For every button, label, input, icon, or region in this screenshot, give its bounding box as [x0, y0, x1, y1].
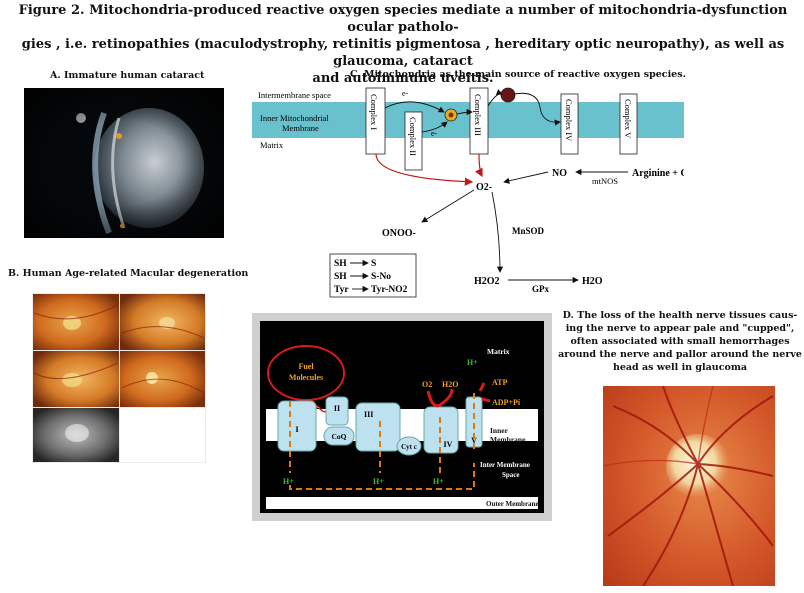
mtnos-label: mtNOS [592, 176, 618, 186]
complex-5-box [619, 93, 638, 155]
atp-arrow [478, 382, 486, 392]
adp-label: ADP+Pi [492, 398, 521, 407]
complex-4-label: IV [444, 440, 453, 449]
no-label: NO [552, 168, 567, 179]
fuel-label-2: Molecules [289, 373, 323, 382]
outer-membrane-band [266, 497, 538, 509]
complex-1-label: Complex I [369, 94, 379, 130]
o2-label: O2 [422, 380, 432, 389]
caption-line-1: Figure 2. Mitochondria-produced reactive… [18, 3, 788, 35]
oxygen-arrow [426, 388, 454, 408]
inner-membrane-label-1: Inner [490, 426, 509, 435]
complex-2-label: II [334, 404, 340, 413]
coq-label: CoQ [332, 432, 347, 441]
etc-diagram: Fuel Molecules e- e- Matrix I II CoQ III… [252, 313, 552, 521]
h2o-label: H2O [582, 276, 603, 287]
inner-membrane-label-1: Inner Mitochondrial [260, 113, 329, 123]
inner-membrane-label-2: Membrane [490, 435, 526, 444]
figure-caption: Figure 2. Mitochondria-produced reactive… [8, 2, 798, 87]
panel-d-label-1: D. The loss of the health nerve tissues … [562, 310, 798, 321]
cytc-label: Cyt c [401, 443, 417, 451]
red-arrow-complex3 [475, 153, 483, 178]
panel-d-label-4: around the nerve and pallor around the n… [558, 349, 802, 360]
electron-arrow-1 [384, 101, 445, 113]
complex-4-label: Complex IV [564, 99, 574, 142]
sh-label-2: SH [334, 272, 347, 282]
fuel-label-1: Fuel [298, 362, 314, 371]
gpx-label: GPx [532, 284, 549, 294]
inter-membrane-label-1: Inter Membrane [480, 461, 530, 469]
complex-1-label: I [295, 425, 298, 434]
complex-4-box [560, 93, 579, 155]
matrix-label: Matrix [260, 140, 284, 150]
electron-label-2: e- [431, 129, 438, 138]
panel-a-label: A. Immature human cataract [50, 70, 205, 81]
complex-5-label: Complex V [623, 99, 633, 139]
optic-nerve-photo [603, 386, 775, 586]
adp-arrow [481, 397, 491, 403]
electron-arrow-4 [487, 89, 503, 107]
matrix-label: Matrix [487, 347, 510, 356]
no-arrow [503, 171, 549, 184]
panel-d-label: D. The loss of the health nerve tissues … [556, 309, 804, 374]
electron-arrow-2 [421, 121, 448, 133]
onoo-arrow [421, 189, 475, 223]
panel-d-label-3: often associated with small hemorrhages [570, 336, 790, 347]
panel-b-label: B. Human Age-related Macular degeneratio… [8, 268, 249, 279]
macular-degeneration-photos [32, 293, 206, 463]
cataract-photo [24, 88, 224, 238]
electron-label-1: e- [402, 89, 409, 98]
red-arrow-complex1 [375, 153, 474, 186]
proton-label-2: H+ [373, 477, 384, 486]
sh-label-1: SH [334, 259, 347, 269]
proton-paths [289, 393, 475, 490]
complex-2-box [404, 111, 423, 171]
panel-d-label-5: head as well in glaucoma [612, 362, 748, 373]
panel-d-label-2: ing the nerve to appear pale and "cupped… [565, 323, 795, 334]
inter-membrane-label-2: Space [502, 471, 520, 479]
onoo-label: ONOO- [382, 228, 416, 239]
h2o-label: H2O [442, 380, 458, 389]
panel-c-label: C. Mitochondria as the main source of re… [350, 69, 686, 80]
complex-2-label: Complex II [408, 117, 418, 156]
caption-line-2: gies , i.e. retinopathies (maculodystrop… [21, 37, 785, 69]
fuel-ellipse [267, 345, 345, 401]
complex-1-shape [277, 400, 317, 452]
proton-label-3: H+ [433, 477, 444, 486]
electron-arrow-5 [513, 92, 561, 126]
cytc-shape [396, 436, 422, 456]
caption-line-3: and autoimmune uveitis. [312, 71, 494, 86]
sno-label: S-No [371, 272, 391, 282]
tyrno2-label: Tyr-NO2 [371, 285, 408, 295]
complex-2-shape [325, 396, 349, 426]
arginine-label: Arginine + O2 [632, 168, 684, 179]
mnsod-arrow [491, 191, 504, 273]
tyr-label: Tyr [334, 285, 349, 295]
complex-3-label: Complex III [473, 94, 483, 136]
ros-diagram: Intermembrane space Inner Mitochondrial … [252, 87, 684, 298]
complex-3-label: III [364, 410, 373, 419]
intermembrane-space-label: Intermembrane space [258, 90, 331, 100]
coq-core [448, 112, 454, 118]
outer-membrane-label: Outer Membrane [486, 500, 539, 508]
proton-label-1: H+ [283, 477, 294, 486]
inner-membrane-label-2: Membrane [282, 123, 319, 133]
proton-label-4: H+ [467, 358, 478, 367]
atp-label: ATP [492, 378, 508, 387]
electron-label-2: e- [314, 403, 320, 411]
cytc-circle [500, 87, 516, 103]
thiol-box [329, 253, 417, 298]
s-label: S [371, 259, 376, 269]
complex-5-label: V [471, 436, 477, 445]
inner-membrane-band [252, 102, 684, 138]
superoxide-label: O2- [476, 182, 492, 193]
complex-3-shape [355, 402, 401, 452]
coq-shape [323, 426, 355, 446]
electron-arrow-3 [456, 108, 473, 116]
mnsod-label: MnSOD [512, 226, 545, 236]
h2o2-label: H2O2 [474, 276, 500, 287]
